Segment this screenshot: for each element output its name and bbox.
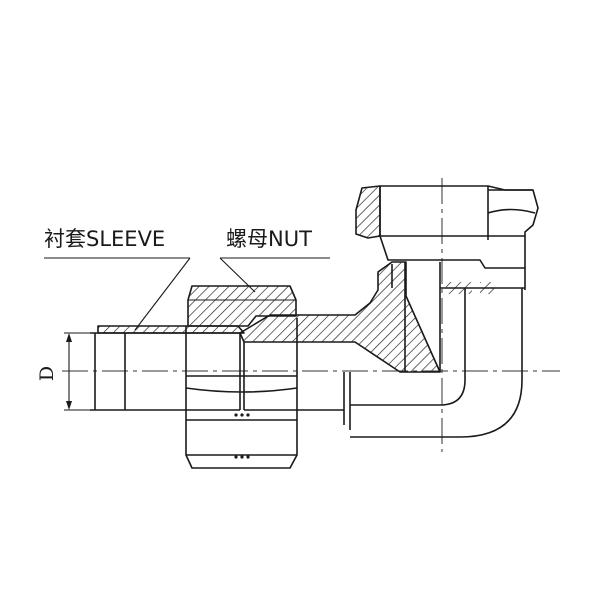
sleeve-leader	[44, 257, 191, 331]
sleeve-label: 衬套SLEEVE	[44, 227, 166, 251]
elbow-bend	[350, 262, 523, 438]
swivel-nut	[355, 185, 539, 294]
sleeve-ferrule	[97, 325, 245, 334]
nut-leader	[219, 257, 330, 293]
nut	[185, 285, 298, 469]
nut-label: 螺母NUT	[226, 227, 312, 251]
elbow-body	[239, 261, 441, 430]
dimension-d-label: D	[36, 365, 59, 382]
